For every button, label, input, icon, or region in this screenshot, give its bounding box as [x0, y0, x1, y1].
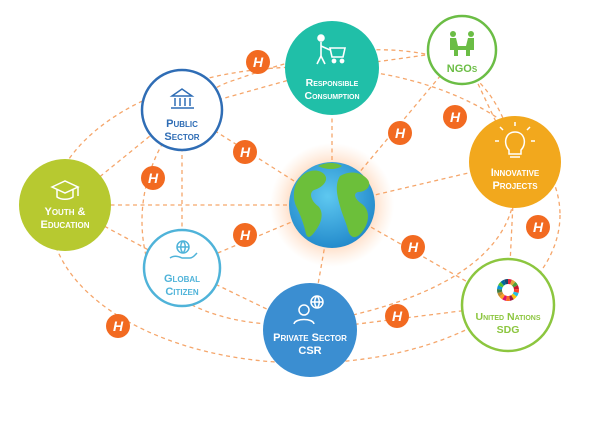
h-badge-letter: H: [240, 144, 251, 160]
node-responsible-consumption[interactable]: Responsible Consumption: [285, 21, 379, 115]
sdg-wheel-segment: [512, 281, 518, 288]
private-sector-circle: [263, 283, 357, 377]
united-nations-label-1: United Nations: [475, 311, 540, 323]
h-badge-10: H: [385, 304, 409, 328]
united-nations-circle: [460, 257, 556, 353]
public-sector-label-1: Public: [166, 118, 198, 130]
node-layer: Public Sector Responsible Consumption: [19, 14, 561, 377]
public-sector-circle: [140, 68, 224, 152]
sdg-wheel-icon: [497, 279, 519, 301]
h-badge-letter: H: [148, 170, 159, 186]
h-badge-1: H: [246, 50, 270, 74]
node-public-sector[interactable]: Public Sector: [140, 68, 224, 152]
node-innovative-projects[interactable]: Innovative Projects: [469, 116, 561, 208]
sdg-wheel-segment: [513, 288, 519, 294]
sdg-wheel-segment: [497, 288, 503, 294]
sdg-wheel-segment: [498, 281, 504, 288]
h-badge-6: H: [233, 223, 257, 247]
node-youth-education[interactable]: Youth & Education: [19, 159, 111, 251]
hand-holding-globe-icon: [169, 240, 198, 259]
businessman-globe-icon: [293, 295, 324, 325]
private-sector-label-1: Private Sector: [273, 332, 347, 344]
badge-layer: H H H H H H H H H H: [106, 50, 550, 338]
sdg-wheel-segment: [513, 285, 519, 290]
innovative-projects-label-1: Innovative: [491, 167, 540, 179]
sdg-wheel-segment: [500, 279, 506, 286]
responsible-consumption-circle: [285, 21, 379, 115]
h-badge-circle: [443, 105, 467, 129]
h-badge-3: H: [141, 166, 165, 190]
h-badge-letter: H: [392, 308, 403, 324]
global-citizen-label-2: Citizen: [165, 286, 198, 298]
sdg-wheel-segment: [509, 295, 514, 301]
outer-ring: [49, 66, 561, 364]
h-badge-circle: [385, 304, 409, 328]
youth-education-label-2: Education: [41, 219, 90, 231]
shopping-cart-icon: [316, 34, 346, 65]
sdg-wheel-segment: [512, 291, 519, 297]
sdg-wheel-segment: [508, 279, 512, 285]
globe-continent-north: [318, 163, 342, 169]
sdg-wheel-segment: [497, 291, 504, 297]
h-badge-7: H: [401, 235, 425, 259]
youth-education-label-1: Youth &: [44, 206, 85, 218]
responsible-consumption-label-1: Responsible: [306, 77, 359, 89]
h-badge-circle: [233, 223, 257, 247]
responsible-consumption-label-2: Consumption: [304, 90, 359, 102]
youth-education-circle: [19, 159, 111, 251]
h-badge-circle: [401, 235, 425, 259]
bank-icon: [169, 88, 195, 109]
globe-continent-europe-africa: [336, 172, 370, 238]
globe: [270, 143, 394, 267]
sdg-wheel-segment: [502, 295, 507, 301]
h-badge-circle: [106, 314, 130, 338]
h-badge-letter: H: [408, 239, 419, 255]
h-badge-8: H: [526, 215, 550, 239]
h-badge-circle: [233, 140, 257, 164]
sdg-wheel-segment: [505, 295, 511, 301]
innovative-projects-label-2: Projects: [492, 180, 538, 192]
node-united-nations[interactable]: United Nations SDG: [460, 257, 556, 353]
h-badge-letter: H: [253, 54, 264, 70]
h-badge-letter: H: [113, 318, 124, 334]
h-badge-letter: H: [395, 125, 406, 141]
ngos-label: NGOs: [447, 63, 478, 75]
globe-continent-americas: [293, 170, 327, 237]
global-citizen-circle: [142, 228, 222, 308]
h-badge-letter: H: [533, 219, 544, 235]
h-badge-4: H: [388, 121, 412, 145]
h-badge-circle: [388, 121, 412, 145]
h-badge-letter: H: [240, 227, 251, 243]
sdg-wheel-segment: [504, 279, 508, 285]
lightbulb-icon: [495, 122, 535, 158]
h-badge-circle: [526, 215, 550, 239]
node-ngos[interactable]: NGOs: [426, 14, 498, 86]
node-private-sector[interactable]: Private Sector CSR: [263, 283, 357, 377]
people-helping-icon: [450, 31, 474, 56]
h-badge-letter: H: [450, 109, 461, 125]
sdg-wheel-segment: [497, 285, 503, 290]
graduation-cap-icon: [50, 180, 80, 200]
h-badge-9: H: [106, 314, 130, 338]
h-badge-5: H: [443, 105, 467, 129]
node-global-citizen[interactable]: Global Citizen: [142, 228, 222, 308]
h-badge-2: H: [233, 140, 257, 164]
sdg-wheel-segment: [510, 279, 516, 286]
united-nations-label-2: SDG: [497, 324, 520, 336]
h-badge-circle: [141, 166, 165, 190]
private-sector-label-2: CSR: [298, 345, 321, 357]
sdg-wheel-segment: [511, 293, 517, 300]
global-citizen-label-1: Global: [164, 273, 200, 285]
public-sector-label-2: Sector: [164, 131, 199, 143]
innovative-projects-circle: [469, 116, 561, 208]
sdg-wheel-segment: [499, 293, 505, 300]
h-badge-circle: [246, 50, 270, 74]
